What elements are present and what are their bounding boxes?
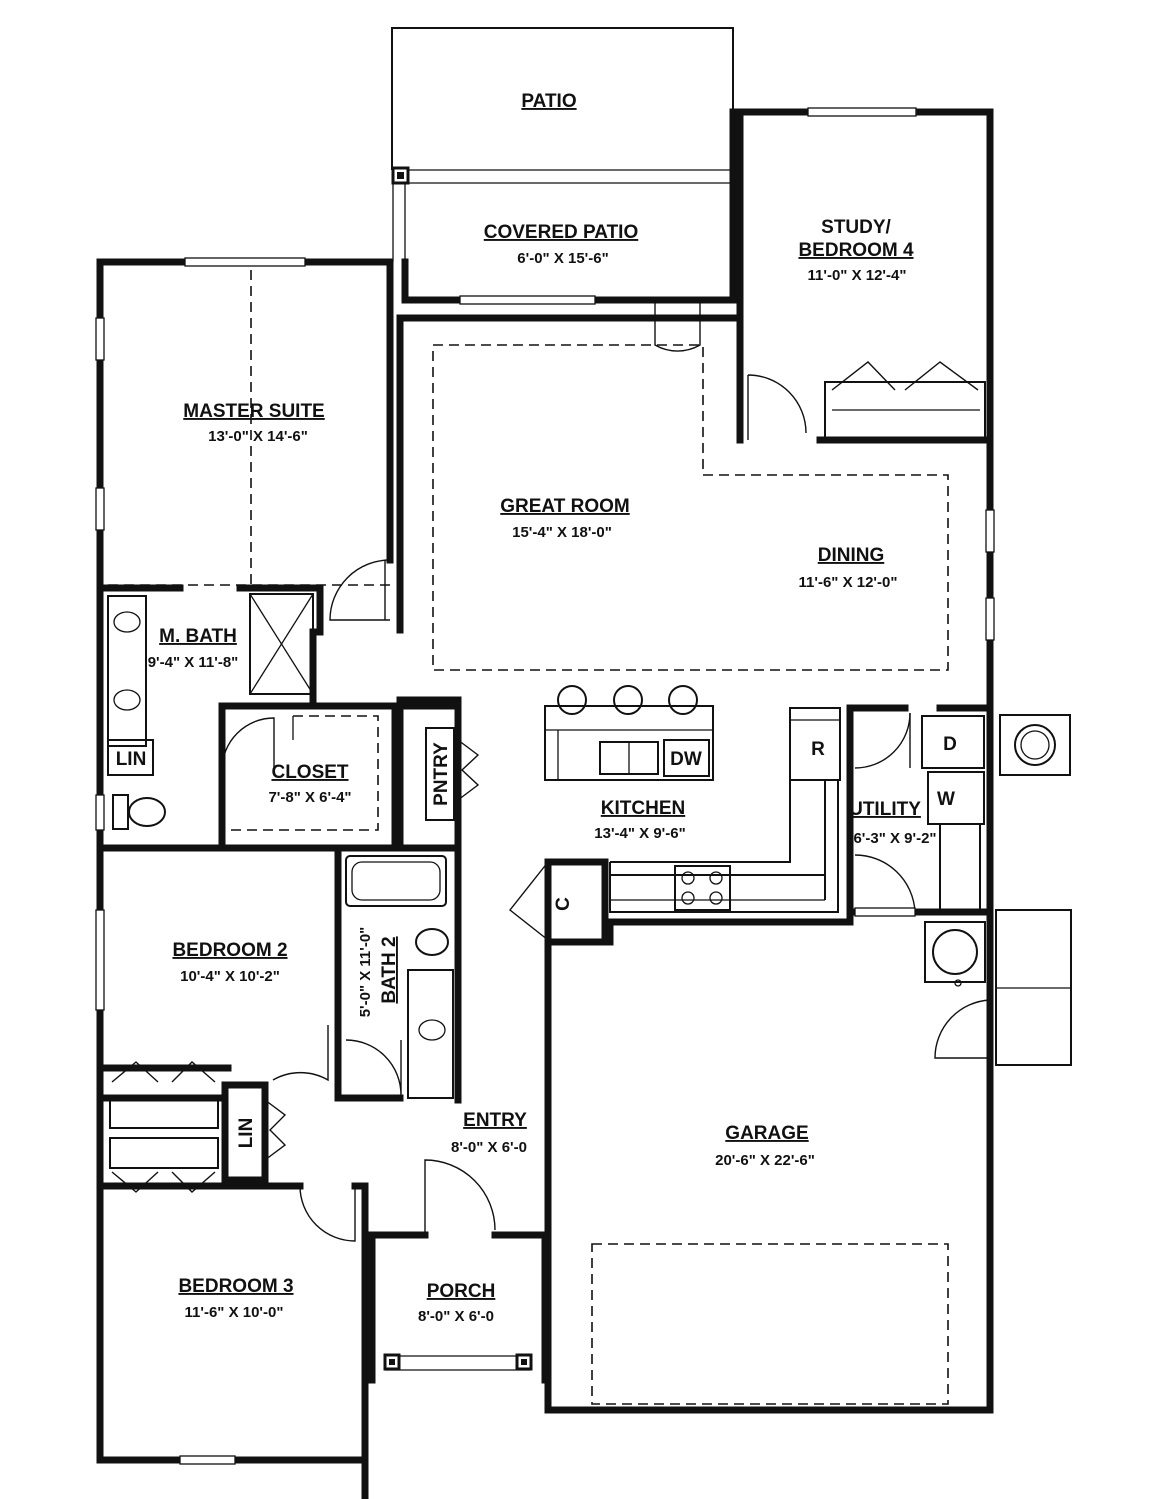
garage-wall — [544, 704, 854, 1232]
garage-exterior-door — [934, 999, 991, 1059]
bath2-door — [345, 1039, 402, 1096]
dining-dim: 11'-6" X 12'-0" — [799, 574, 898, 591]
bedroom3-dim: 11'-6" X 10'-0" — [185, 1304, 284, 1321]
master-linen — [107, 739, 154, 776]
entry-door — [424, 1159, 496, 1235]
master-door — [329, 559, 391, 621]
study-label-2: BEDROOM 4 — [798, 240, 914, 261]
utility-dim: 6'-3" X 9'-2" — [853, 830, 936, 847]
entry-label: ENTRY — [463, 1110, 527, 1131]
master-bath-wall — [96, 702, 226, 852]
window — [95, 794, 105, 831]
bath2-label: BATH 2 — [379, 936, 400, 1003]
covered-patio-wall — [401, 108, 737, 304]
dishwasher — [663, 739, 710, 777]
master-shower — [249, 593, 314, 695]
closet-dim: 7'-8" X 6'-4" — [268, 789, 351, 806]
master-linen-label: LIN — [116, 749, 147, 770]
window — [95, 487, 105, 531]
garage-door — [591, 1243, 949, 1405]
washer-label: W — [937, 789, 955, 810]
bath2-toilet — [415, 928, 449, 956]
window — [179, 1455, 236, 1465]
bedroom2-closet — [109, 1097, 219, 1129]
master-toilet — [128, 797, 166, 827]
master-bath-label: M. BATH — [159, 626, 237, 647]
window — [985, 597, 995, 641]
refrigerator — [789, 707, 841, 781]
closet-label: CLOSET — [271, 762, 348, 783]
window — [459, 295, 596, 305]
master-bath-dim: 9'-4" X 11'-8" — [148, 654, 239, 671]
porch-label: PORCH — [427, 1281, 496, 1302]
study-dim: 11'-0" X 12'-4" — [808, 267, 907, 284]
refrigerator-label: R — [811, 739, 825, 760]
bedroom2-door — [272, 1025, 329, 1082]
bedroom2-label: BEDROOM 2 — [172, 940, 287, 961]
window — [807, 107, 917, 117]
bath2-sink — [418, 1019, 446, 1041]
kitchen-label: KITCHEN — [601, 798, 685, 819]
dryer-label: D — [943, 734, 957, 755]
dishwasher-label: DW — [670, 749, 702, 770]
master-bath-door — [221, 717, 275, 771]
porch-dim: 8'-0" X 6'-0 — [418, 1308, 494, 1325]
garage-label: GARAGE — [725, 1123, 808, 1144]
bar-stool — [557, 685, 587, 715]
bar-stool — [613, 685, 643, 715]
bath2-dim: 5'-0" X 11'-0" — [357, 927, 374, 1018]
patio-door — [654, 300, 701, 352]
master-wall — [96, 258, 394, 1499]
window — [854, 907, 916, 917]
bedroom3-door — [299, 1185, 356, 1242]
dining-label: DINING — [818, 545, 885, 566]
patio-label: PATIO — [521, 91, 576, 112]
hall-linen-label: LIN — [236, 1118, 257, 1149]
master-suite-dim: 13'-0" X 14'-6" — [208, 428, 308, 445]
pantry-sign — [425, 727, 455, 821]
covered-patio-label: COVERED PATIO — [484, 222, 638, 243]
covered-patio-dim: 6'-0" X 15'-6" — [517, 250, 608, 267]
cooktop — [674, 865, 731, 911]
great-room-dim: 15'-4" X 18'-0" — [512, 524, 612, 541]
ac-unit — [999, 714, 1071, 776]
window — [95, 909, 105, 1011]
study-closet — [824, 381, 986, 441]
study-label: STUDY/ — [821, 217, 891, 238]
bedroom2-dim: 10'-4" X 10'-2" — [180, 968, 280, 985]
study-door — [747, 374, 807, 440]
dryer — [921, 715, 985, 769]
bedroom3-closet — [109, 1137, 219, 1169]
coat-closet-door — [509, 861, 549, 941]
hall-linen-wall — [221, 1081, 269, 1184]
pantry-door — [457, 739, 480, 801]
utility-label: UTILITY — [849, 799, 921, 820]
coat-closet-wall — [544, 858, 609, 946]
closet-shelf — [230, 715, 379, 831]
entry-dim: 8'-0" X 6'-0 — [451, 1139, 527, 1156]
window — [184, 257, 306, 267]
garage-dim: 20'-6" X 22'-6" — [715, 1152, 815, 1169]
window — [95, 317, 105, 361]
great-room-label: GREAT ROOM — [500, 496, 629, 517]
patio-outline — [391, 27, 734, 170]
hall-linen-door — [264, 1099, 287, 1161]
master-suite-label: MASTER SUITE — [183, 401, 324, 422]
utility-door — [854, 712, 911, 769]
bathtub — [345, 855, 447, 907]
bedroom3-label: BEDROOM 3 — [178, 1276, 293, 1297]
bath2-wall — [334, 844, 404, 1102]
window — [985, 509, 995, 553]
master-vanity — [107, 595, 147, 747]
garage-utility-door — [854, 854, 916, 913]
great-room-outline — [432, 344, 949, 671]
pantry-label: PNTRY — [431, 742, 452, 806]
bar-stool — [668, 685, 698, 715]
coat-closet-label: C — [553, 897, 574, 911]
kitchen-dim: 13'-4" X 9'-6" — [594, 825, 685, 842]
kitchen-island — [544, 705, 714, 781]
porch-wall — [368, 1231, 429, 1384]
